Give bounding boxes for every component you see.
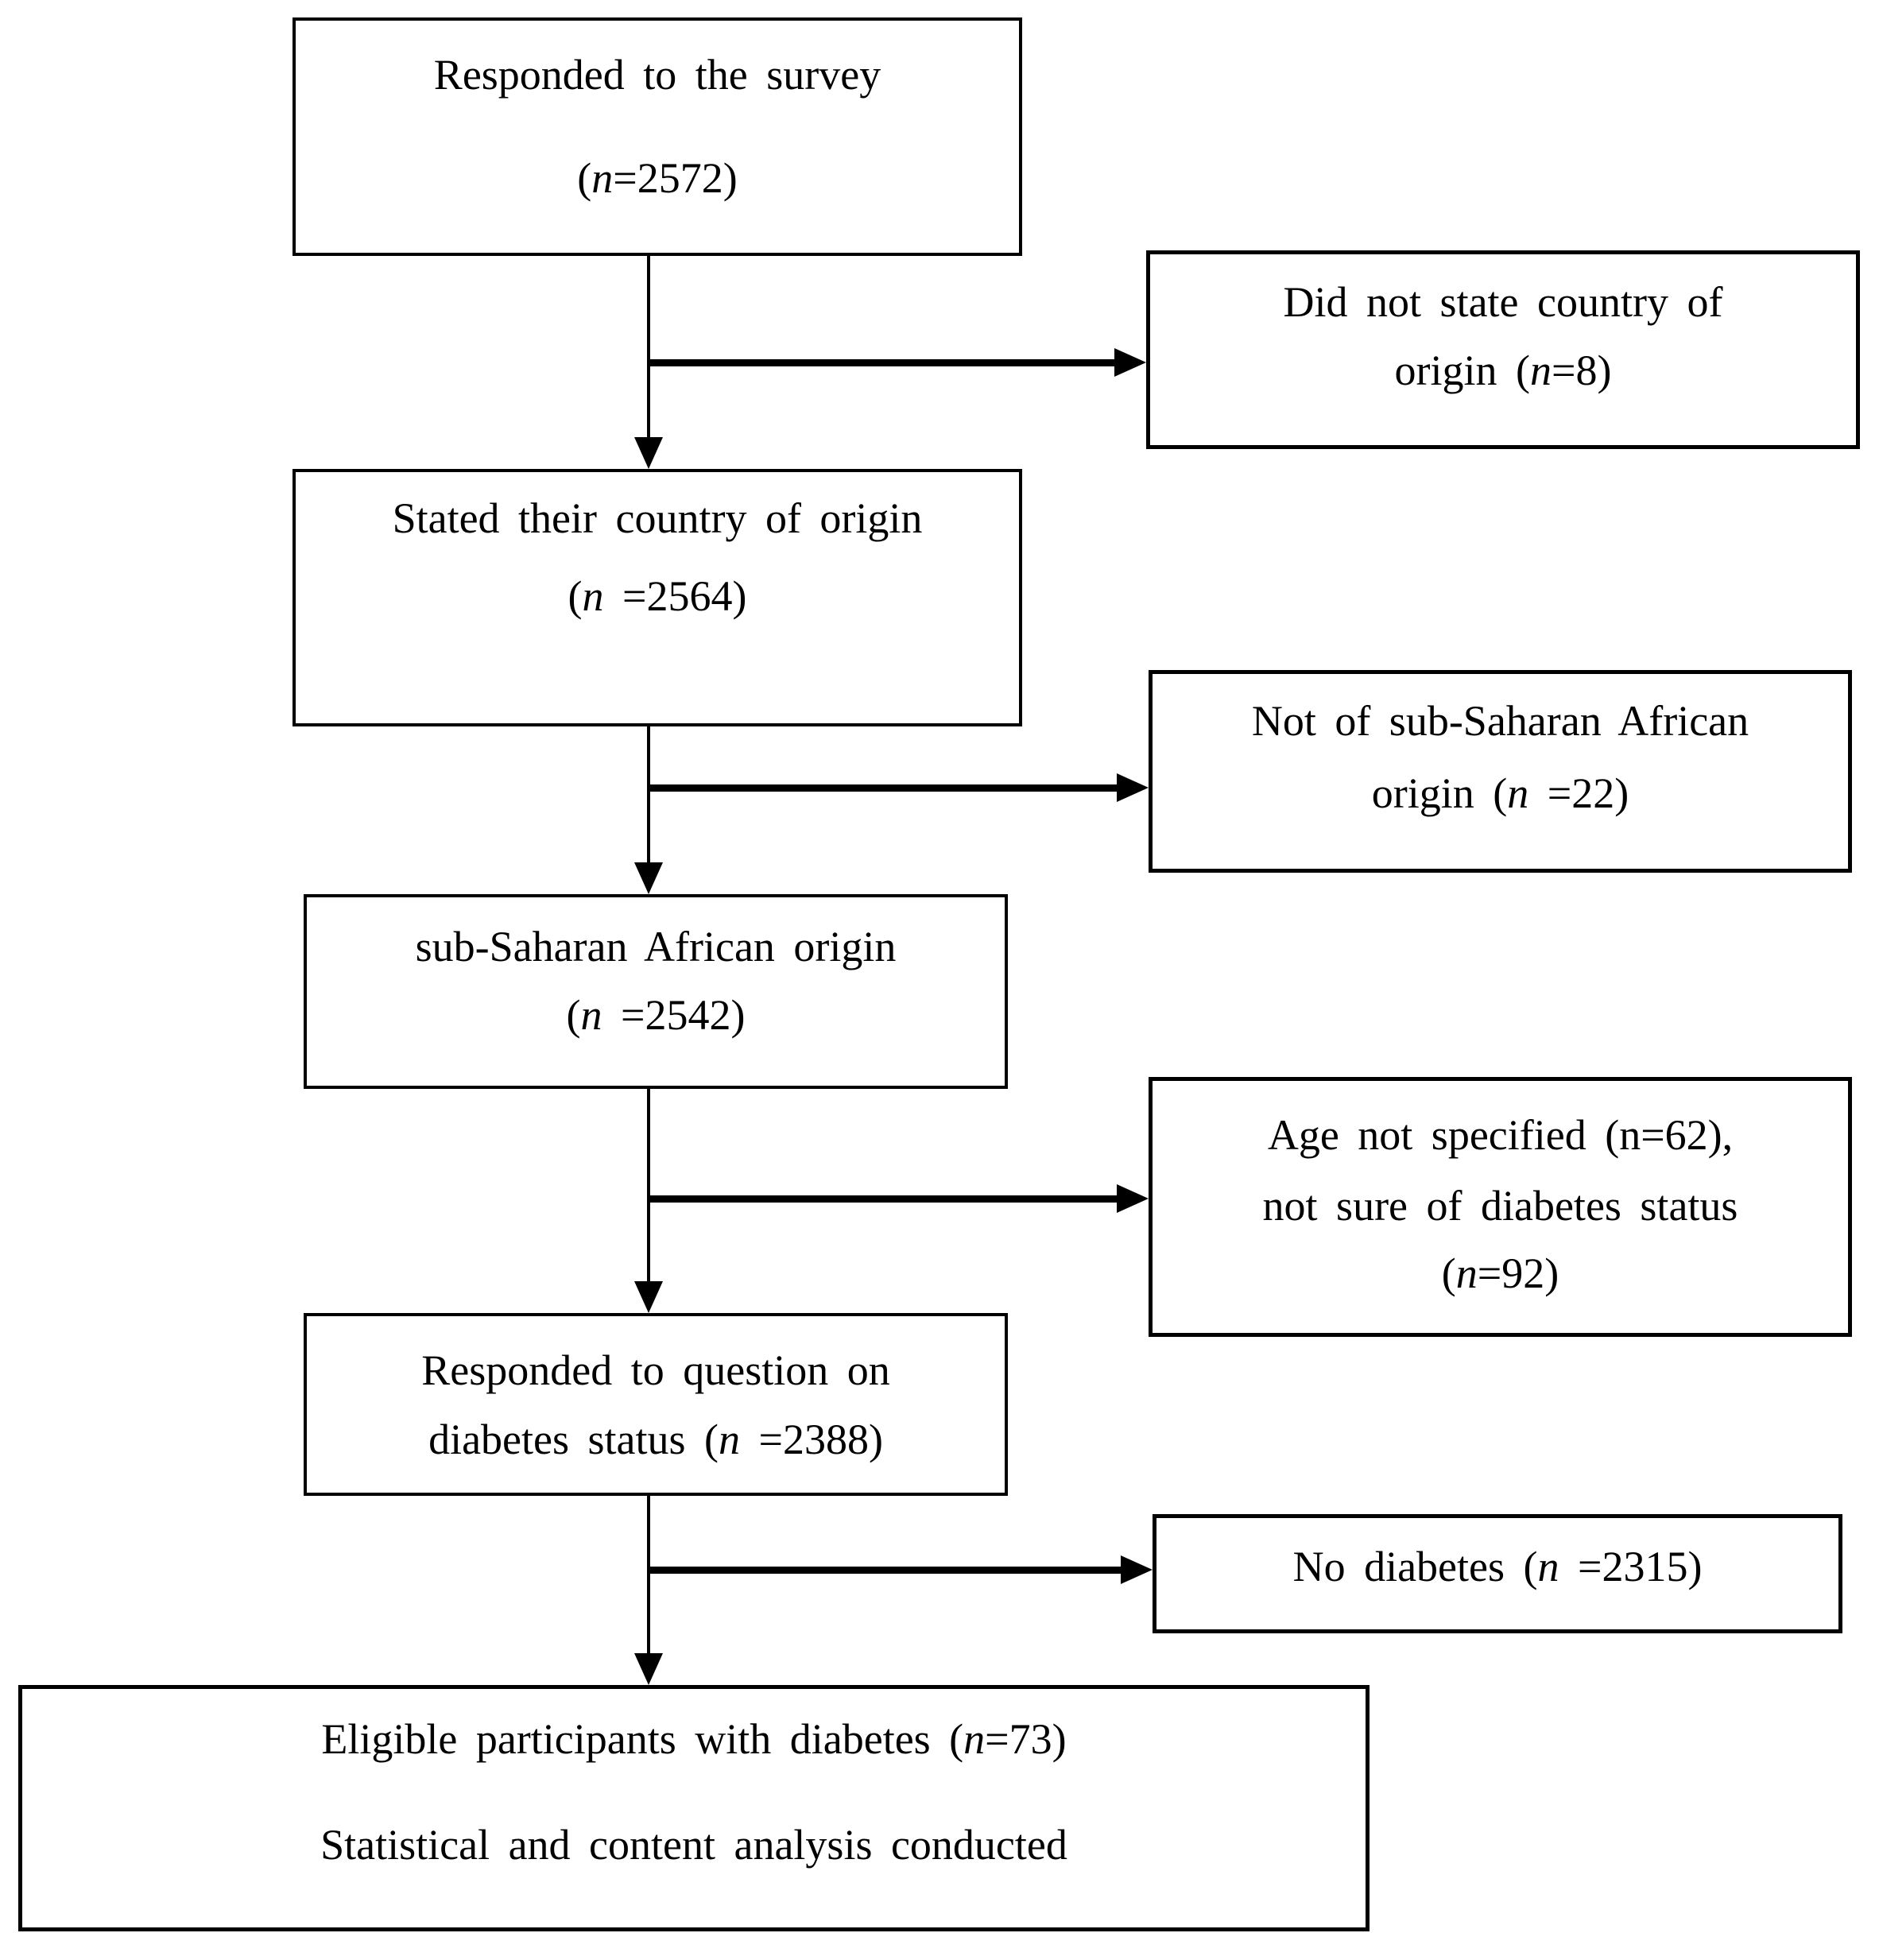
box-line: diabetes status (n =2388): [307, 1415, 1005, 1464]
text-segment: =22): [1528, 769, 1629, 817]
arrowhead-right-icon: [1117, 1184, 1149, 1213]
arrowhead-down-icon: [634, 437, 663, 469]
italic-n: n: [1507, 769, 1529, 817]
text-segment: =92): [1477, 1249, 1559, 1297]
arrowhead-down-icon: [634, 862, 663, 894]
text-segment: origin (: [1371, 769, 1508, 817]
box-line: No diabetes (n =2315): [1156, 1542, 1838, 1591]
arrowhead-down-icon: [634, 1653, 663, 1685]
italic-n: n: [1537, 1543, 1559, 1590]
box-no-diabetes: No diabetes (n =2315): [1153, 1514, 1842, 1633]
connector-down-3: [647, 1089, 650, 1281]
box-line: Responded to the survey: [296, 50, 1019, 99]
connector-down-1: [647, 256, 650, 437]
box-stated-origin: Stated their country of origin (n =2564): [293, 469, 1022, 726]
text-segment: Not of sub-Saharan African: [1251, 697, 1749, 745]
box-line: not sure of diabetes status: [1153, 1181, 1848, 1230]
italic-n: n: [580, 991, 602, 1039]
arrowhead-right-icon: [1117, 773, 1149, 802]
text-segment: =2315): [1559, 1543, 1703, 1590]
text-segment: No diabetes (: [1292, 1543, 1538, 1590]
box-subsaharan-origin: sub-Saharan African origin (n =2542): [304, 894, 1008, 1089]
box-responded-survey: Responded to the survey (n=2572): [293, 17, 1022, 256]
box-line: (n =2542): [307, 990, 1005, 1040]
box-line: (n=2572): [296, 153, 1019, 203]
arrowhead-down-icon: [634, 1281, 663, 1313]
text-segment: (: [1441, 1249, 1456, 1297]
italic-n: n: [963, 1715, 986, 1763]
italic-n: n: [718, 1416, 740, 1463]
box-line: Age not specified (n=62),: [1153, 1110, 1848, 1160]
text-segment: sub-Saharan African origin: [415, 923, 897, 970]
italic-n: n: [1530, 347, 1552, 394]
text-segment: Statistical and content analysis conduct…: [320, 1821, 1067, 1869]
text-segment: =8): [1552, 347, 1612, 394]
box-line: Stated their country of origin: [296, 494, 1019, 543]
text-segment: (: [577, 154, 592, 202]
box-line: origin (n=8): [1150, 346, 1856, 395]
text-segment: =2388): [739, 1416, 883, 1463]
connector-down-2: [647, 726, 650, 862]
text-segment: diabetes status (: [428, 1416, 719, 1463]
italic-n: n: [582, 572, 604, 620]
text-segment: Age not specified (n=62),: [1267, 1111, 1734, 1159]
box-eligible-participants: Eligible participants with diabetes (n=7…: [18, 1685, 1370, 1931]
text-segment: Did not state country of: [1283, 278, 1723, 326]
arrowhead-right-icon: [1114, 348, 1146, 377]
connector-right-4: [649, 1567, 1122, 1574]
text-segment: Responded to question on: [421, 1346, 890, 1394]
connector-right-2: [649, 784, 1118, 792]
box-age-not-specified: Age not specified (n=62), not sure of di…: [1149, 1077, 1852, 1337]
box-line: (n =2564): [296, 571, 1019, 621]
text-segment: =73): [985, 1715, 1067, 1763]
box-responded-diabetes-question: Responded to question on diabetes status…: [304, 1313, 1008, 1496]
text-segment: =2542): [602, 991, 746, 1039]
box-line: Not of sub-Saharan African: [1153, 696, 1848, 746]
box-did-not-state-origin: Did not state country of origin (n=8): [1146, 250, 1860, 449]
italic-n: n: [591, 154, 614, 202]
box-line: Statistical and content analysis conduct…: [22, 1820, 1366, 1869]
box-line: Eligible participants with diabetes (n=7…: [22, 1714, 1366, 1764]
connector-right-1: [649, 359, 1118, 366]
connector-down-4: [647, 1496, 650, 1653]
text-segment: Eligible participants with diabetes (: [321, 1715, 964, 1763]
text-segment: Responded to the survey: [433, 51, 881, 99]
box-line: Did not state country of: [1150, 277, 1856, 327]
text-segment: Stated their country of origin: [392, 494, 923, 542]
italic-n: n: [1455, 1249, 1478, 1297]
text-segment: (: [568, 572, 583, 620]
text-segment: not sure of diabetes status: [1262, 1182, 1738, 1230]
box-not-subsaharan: Not of sub-Saharan African origin (n =22…: [1149, 670, 1852, 873]
text-segment: origin (: [1394, 347, 1531, 394]
box-line: (n=92): [1153, 1249, 1848, 1298]
text-segment: (: [566, 991, 581, 1039]
text-segment: =2564): [603, 572, 747, 620]
box-line: origin (n =22): [1153, 769, 1848, 818]
text-segment: =2572): [613, 154, 738, 202]
connector-right-3: [649, 1195, 1118, 1203]
arrowhead-right-icon: [1121, 1555, 1153, 1584]
box-line: Responded to question on: [307, 1346, 1005, 1395]
box-line: sub-Saharan African origin: [307, 922, 1005, 971]
